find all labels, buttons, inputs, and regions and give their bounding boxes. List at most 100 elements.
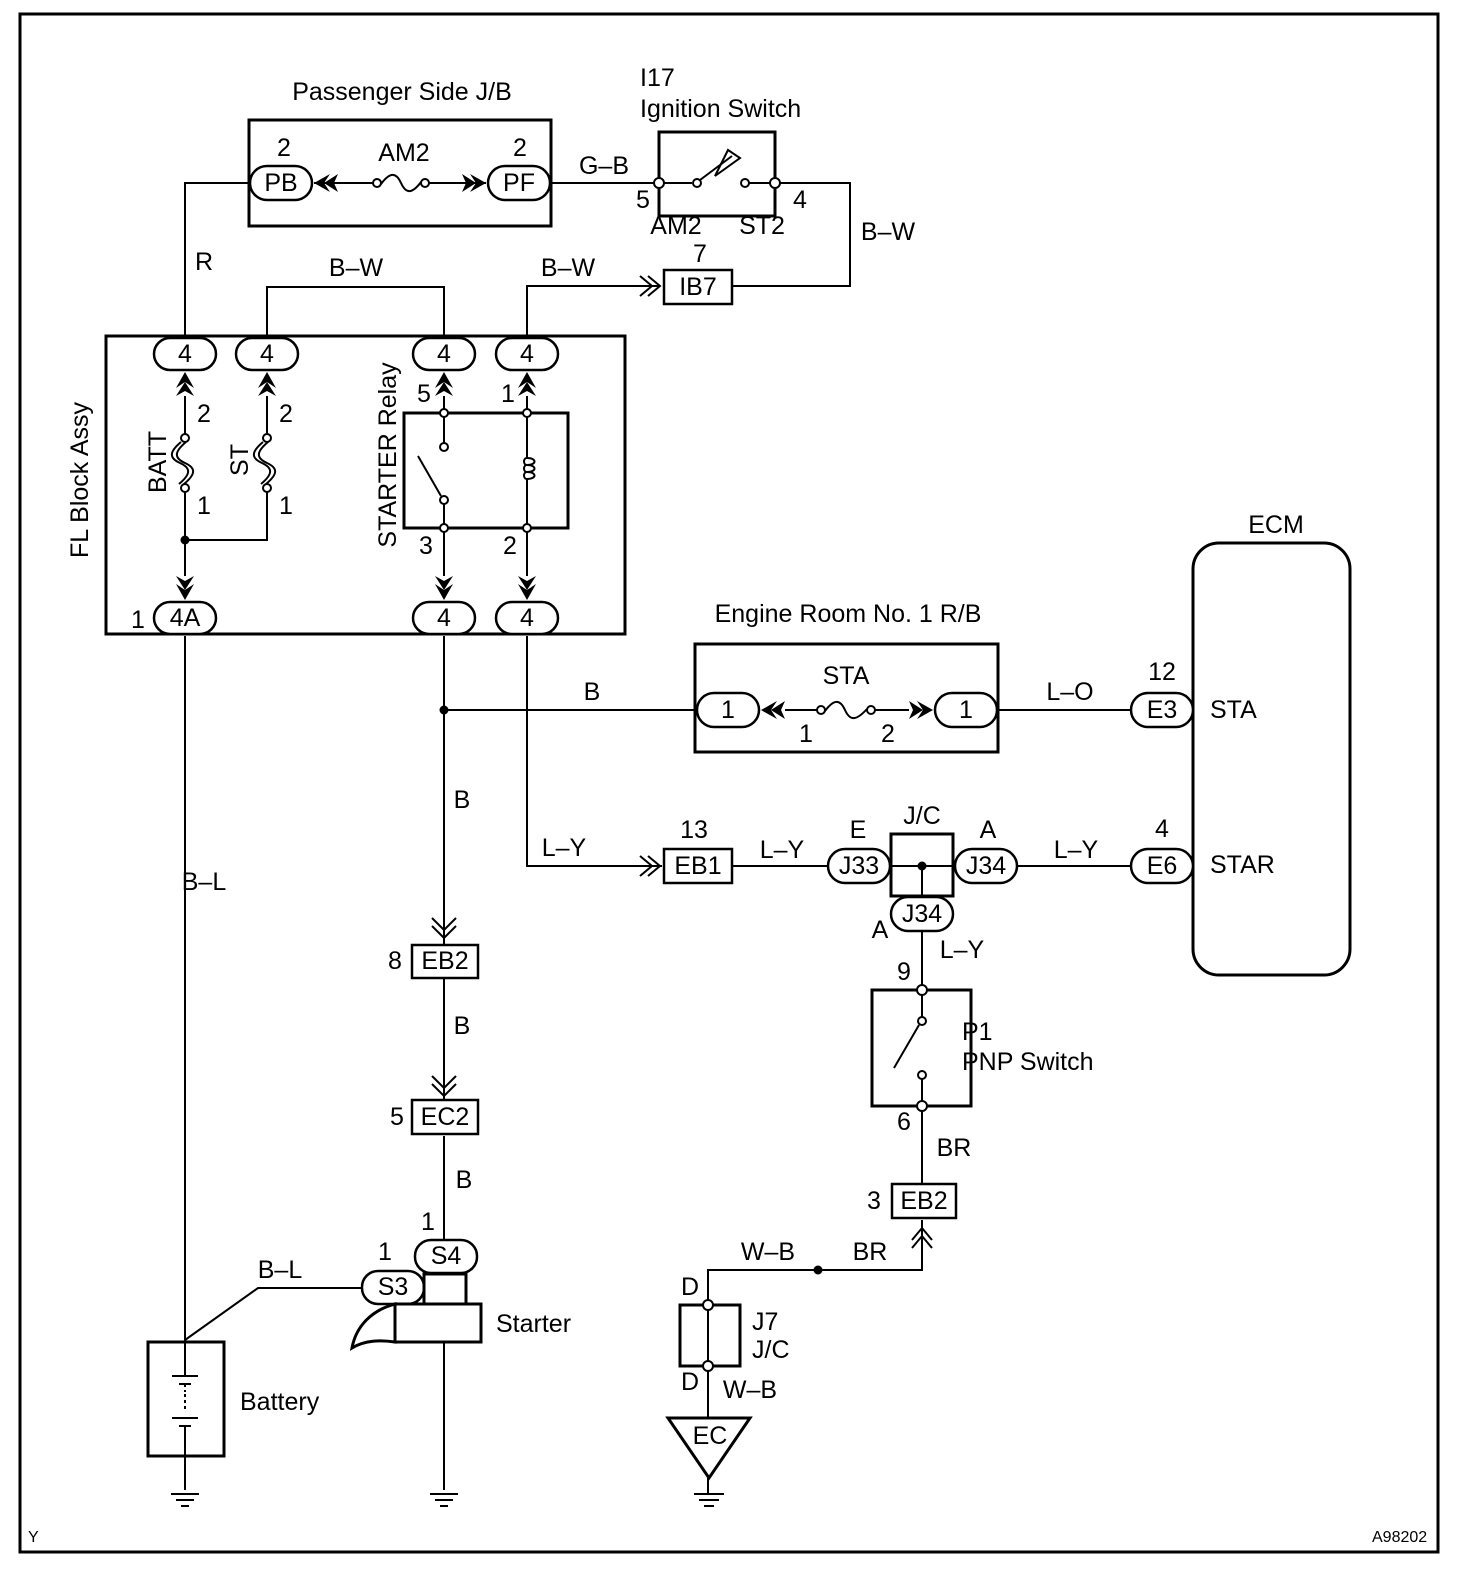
connector-eb1: EB1 13 (639, 816, 734, 885)
ecm-label: ECM (1248, 511, 1304, 539)
diagram-frame (18, 12, 1440, 1554)
battery: Battery (146, 1340, 320, 1507)
starter-label: Starter (496, 1310, 571, 1338)
wire-label-bw: B–W (861, 218, 916, 246)
wire-label-bw: B–W (541, 254, 596, 282)
ignition-switch: I17 Ignition Switch 5 4 AM2 ST2 (636, 64, 807, 240)
engine-rb-label: Engine Room No. 1 R/B (715, 600, 982, 628)
wire-label-r: R (195, 248, 213, 276)
pin-number: 2 (881, 720, 895, 748)
connector-label: 4A (170, 604, 201, 632)
junction-dot (439, 705, 449, 715)
starter-relay (402, 411, 570, 530)
pin-number: 9 (897, 958, 911, 986)
connector-eb1-label: EB1 (674, 852, 721, 880)
pin-letter: E (850, 816, 867, 844)
connector-eb2-label: EB2 (421, 947, 468, 975)
connector-j34-label: J34 (902, 900, 942, 928)
wire-label-b: B (454, 1012, 471, 1040)
ec-label: EC (693, 1422, 728, 1450)
connector-s3-label: S3 (378, 1273, 409, 1301)
pin-number: 1 (131, 606, 145, 634)
starter-relay-label: STARTER Relay (374, 362, 402, 548)
ignition-terminal-am2: AM2 (650, 212, 701, 240)
pin-letter: A (872, 916, 889, 944)
wire-label-ly: L–Y (940, 936, 985, 964)
jc-label: J/C (903, 802, 941, 830)
wire-label-b: B (456, 1166, 473, 1194)
pin-number: 2 (277, 134, 291, 162)
pnp-id: P1 (962, 1018, 993, 1046)
figure-code: A98202 (1372, 1529, 1427, 1546)
pin-number: 5 (417, 380, 431, 408)
pin-number: 12 (1148, 658, 1176, 686)
connector-label: 1 (721, 696, 735, 724)
fuse-st-symbol (257, 441, 277, 485)
connector-pb-label: PB (264, 169, 297, 197)
fuse-sta-symbol (824, 700, 868, 720)
pin-number: 1 (799, 720, 813, 748)
wire-bl-s3 (184, 1287, 362, 1341)
connector-label: 4 (520, 340, 534, 368)
ignition-id: I17 (640, 64, 675, 92)
fuse-am2-label: AM2 (378, 139, 429, 167)
fuse-sta-label: STA (823, 662, 870, 690)
connector-s4-label: S4 (431, 1242, 462, 1270)
relay-coil-symbol (526, 457, 536, 480)
connector-ib7-label: IB7 (679, 273, 717, 301)
ecm: ECM E3 12 STA E6 4 STAR (1129, 511, 1352, 977)
ecm-terminal-sta: STA (1210, 696, 1257, 724)
passenger-jb-label: Passenger Side J/B (292, 78, 512, 106)
wire-ly-eb1 (526, 636, 662, 867)
connector-label: 4 (437, 340, 451, 368)
pin-number: 6 (897, 1108, 911, 1136)
wire-label-wb: W–B (741, 1238, 795, 1266)
pnp-name: PNP Switch (962, 1048, 1094, 1076)
wire-label-ly: L–Y (760, 836, 805, 864)
engine-room-rb: Engine Room No. 1 R/B 1 1 STA 1 2 (693, 600, 1000, 754)
pin-number: 4 (793, 186, 807, 214)
pin-number: 2 (197, 400, 211, 428)
pin-number: 8 (388, 947, 402, 975)
pin-letter: D (681, 1368, 699, 1396)
pin-letter: A (980, 816, 997, 844)
pin-number: 5 (390, 1103, 404, 1131)
connector-e3-label: E3 (1147, 696, 1178, 724)
connector-label: 4 (437, 604, 451, 632)
connector-ec2: EC2 5 (390, 1075, 480, 1136)
pin-number: 5 (636, 186, 650, 214)
wire-r (184, 182, 250, 338)
j7-name: J/C (752, 1336, 790, 1364)
connector-j33-label: J33 (839, 852, 879, 880)
connector-pb (248, 164, 314, 202)
connector-j34-label: J34 (966, 852, 1006, 880)
pin-number: 1 (279, 492, 293, 520)
corner-mark-left: Y (28, 1529, 39, 1546)
pin-number: 2 (513, 134, 527, 162)
connector-label: 1 (959, 696, 973, 724)
battery-label: Battery (240, 1388, 320, 1416)
wire-bw-st (266, 286, 445, 338)
fuse-batt-label: BATT (144, 431, 172, 493)
wire-label-ly: L–Y (542, 834, 587, 862)
fuse-am2-symbol (380, 173, 422, 193)
ground-ec: EC (665, 1416, 753, 1507)
starter: S4 1 S3 1 Starter (349, 1208, 571, 1507)
fuse-batt-symbol (175, 441, 195, 485)
connector-e6-label: E6 (1147, 852, 1178, 880)
passenger-side-jb: Passenger Side J/B PB PF 2 2 AM2 (247, 78, 553, 228)
pin-letter: D (681, 1273, 699, 1301)
junction-j7: D D J7 J/C (678, 1273, 790, 1396)
wire-label-b: B (584, 678, 601, 706)
wire-label-bl: B–L (182, 868, 227, 896)
pin-number: 4 (1155, 815, 1169, 843)
connector-ec2-label: EC2 (421, 1103, 470, 1131)
pin-number: 3 (867, 1187, 881, 1215)
pin-number: 7 (693, 240, 707, 268)
connector-pf-label: PF (503, 169, 535, 197)
connector-eb2-lower: EB2 3 (867, 1182, 958, 1249)
fuse-st-label: ST (226, 444, 254, 476)
pin-number: 1 (197, 492, 211, 520)
